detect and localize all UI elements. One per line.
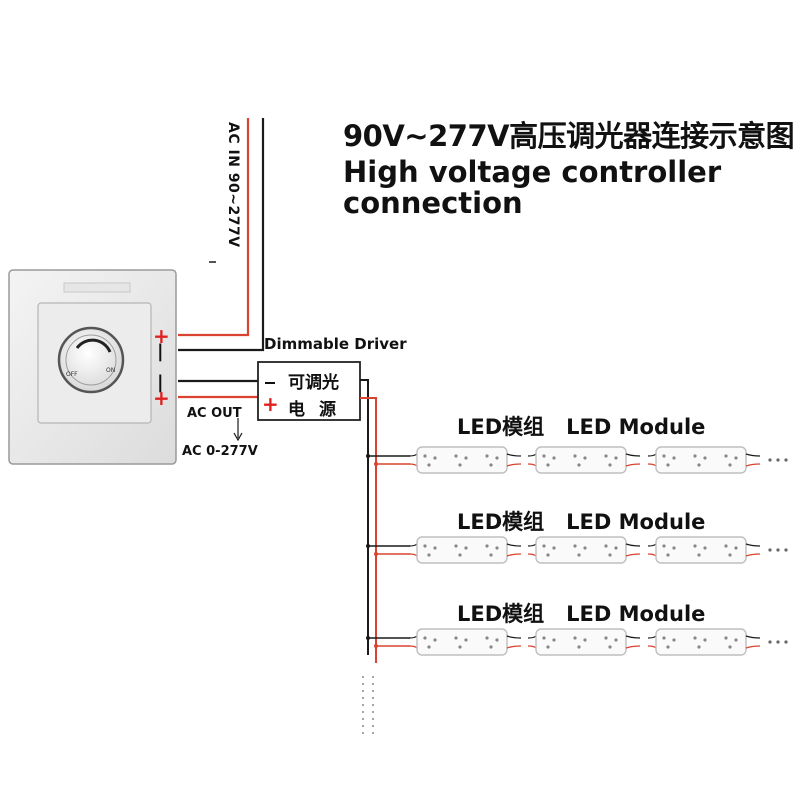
led-lens (662, 454, 676, 467)
led-lens (454, 544, 468, 557)
led-row-label-cn: LED模组 (457, 510, 545, 534)
led-lens (662, 544, 676, 557)
led-lens (542, 636, 556, 649)
led-lens (423, 636, 437, 649)
led-module (527, 536, 641, 564)
led-lens (485, 454, 499, 467)
led-module-row (366, 536, 788, 564)
dimmable-driver-box (257, 361, 361, 421)
driver-plus-sign: + (262, 392, 279, 416)
led-lens (454, 636, 468, 649)
led-row-label: LED模组 LED Module (457, 598, 705, 628)
led-module (647, 446, 761, 474)
led-lens (485, 544, 499, 557)
ac-range-label: AC 0-277V (182, 444, 258, 459)
dimmer-on-label: ON (106, 367, 116, 374)
ac-out-label: AC OUT (187, 406, 242, 421)
led-lens (542, 544, 556, 557)
led-module (527, 446, 641, 474)
ac-in-label: AC IN 90~277V (225, 122, 241, 248)
led-lens (724, 454, 738, 467)
ac-in-wires (178, 118, 265, 352)
dimmer-off-label: OFF (66, 371, 78, 378)
led-module (647, 628, 761, 656)
continuation-dots (768, 548, 788, 552)
led-lens (573, 544, 587, 557)
led-row-label: LED模组 LED Module (457, 411, 705, 441)
dimmer-input-plus-sign: + (153, 324, 170, 348)
led-lens (693, 636, 707, 649)
led-row-label: LED模组 LED Module (457, 506, 705, 536)
led-module-row (366, 628, 788, 656)
dimmer-output-minus-sign: | (157, 372, 164, 393)
led-module-row (366, 446, 788, 474)
led-lens (724, 636, 738, 649)
led-lens (423, 544, 437, 557)
led-module (408, 536, 522, 564)
led-row-label-cn: LED模组 (457, 415, 545, 439)
dimmer-switch (8, 269, 177, 465)
led-module (408, 446, 522, 474)
led-lens (573, 636, 587, 649)
dimmer-input-minus-sign: | (157, 341, 164, 362)
led-module (527, 628, 641, 656)
led-lens (724, 544, 738, 557)
driver-cn-label-line2: 电源 (288, 400, 350, 420)
dimmable-driver-label: Dimmable Driver (264, 335, 407, 353)
driver-cn-label-line1: 可调光 (288, 373, 339, 393)
led-module (408, 628, 522, 656)
led-lens (662, 636, 676, 649)
led-lens (693, 454, 707, 467)
led-row-label-en: LED Module (566, 415, 706, 439)
led-row-label-en: LED Module (566, 510, 706, 534)
led-lens (423, 454, 437, 467)
driver-output-bus (360, 379, 377, 735)
led-row-label-en: LED Module (566, 602, 706, 626)
led-lens (573, 454, 587, 467)
led-module-rows (366, 446, 788, 656)
led-lens (604, 636, 618, 649)
led-lens (454, 454, 468, 467)
dimmer-knob (57, 326, 125, 394)
led-lens (604, 454, 618, 467)
continuation-dots (768, 458, 788, 462)
led-lens (693, 544, 707, 557)
led-lens (485, 636, 499, 649)
led-row-label-cn: LED模组 (457, 602, 545, 626)
dimmer-output-plus-sign: + (153, 386, 170, 410)
diagram-title-cn: 90V~277V高压调光器连接示意图 (343, 119, 795, 153)
dimmer-to-driver-wires (178, 379, 258, 442)
diagram-title-en: High voltage controller connection (343, 155, 722, 220)
led-module (647, 536, 761, 564)
continuation-dots (768, 640, 788, 644)
led-lens (542, 454, 556, 467)
led-lens (604, 544, 618, 557)
